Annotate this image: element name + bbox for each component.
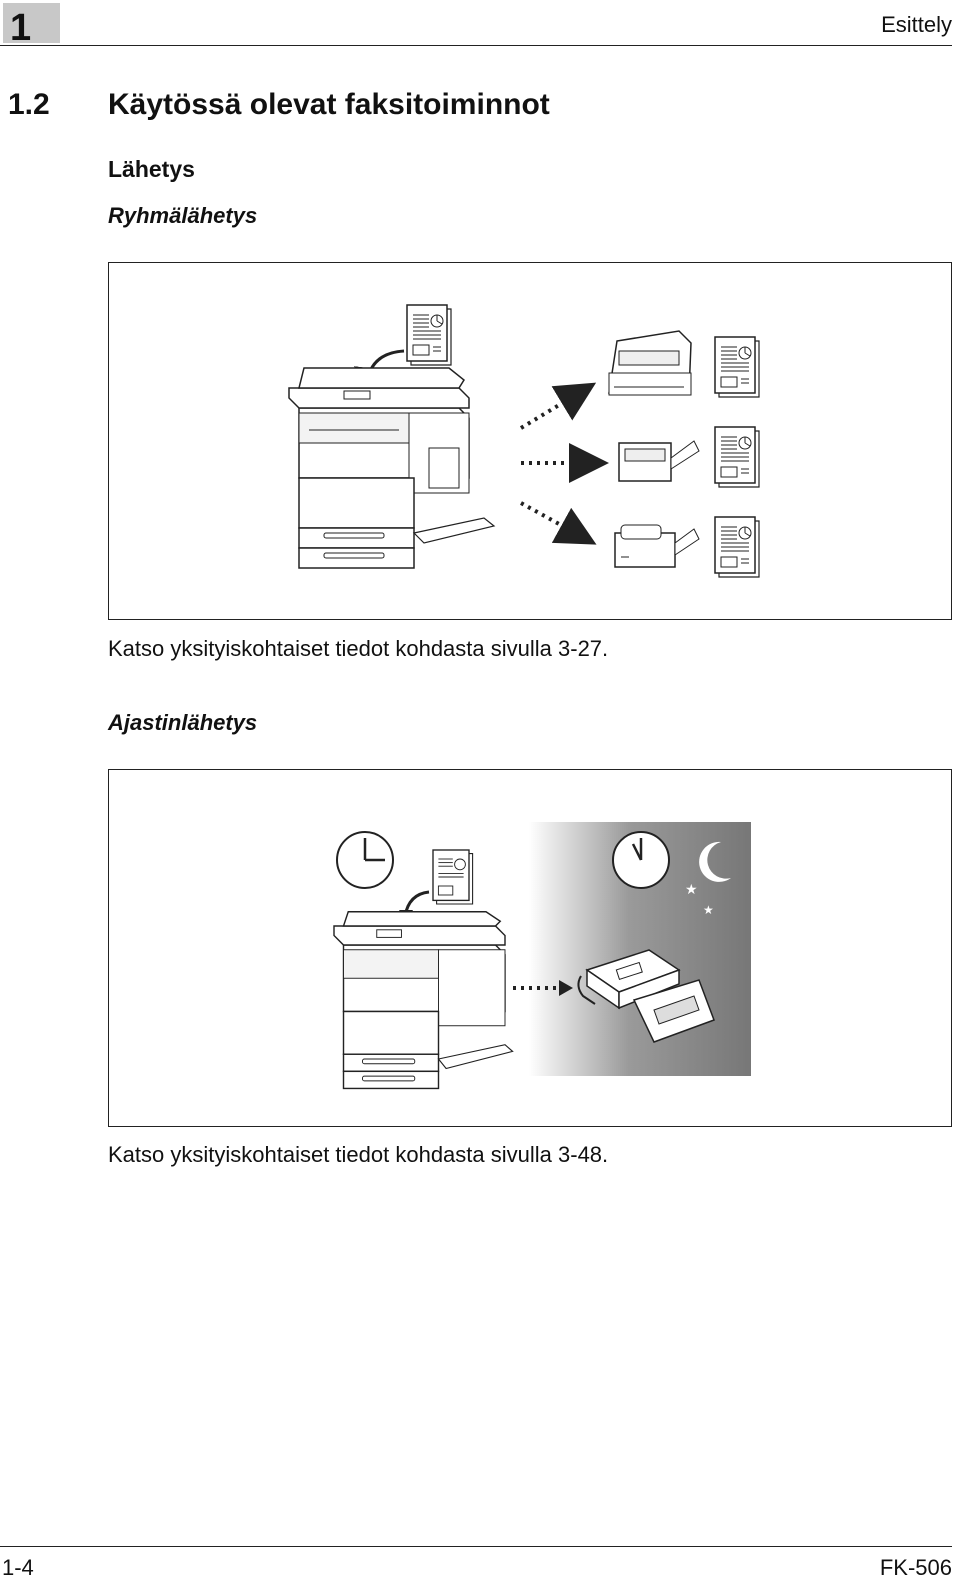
broadcast-reference: Katso yksityiskohtaiset tiedot kohdasta …	[108, 636, 609, 661]
star-icon: ★	[703, 903, 714, 917]
recipient-fax-icon	[618, 440, 700, 482]
received-document-icon	[714, 426, 760, 488]
received-document-icon	[714, 516, 760, 578]
multifunction-printer-icon	[333, 911, 514, 1090]
multifunction-printer-icon	[288, 367, 495, 569]
section-number: 1.2	[8, 88, 50, 121]
source-document-icon	[406, 304, 452, 366]
recipient-fax-icon	[577, 949, 715, 1043]
moon-icon	[699, 841, 731, 882]
recipient-fax-handset-icon	[614, 524, 700, 568]
header-divider	[0, 45, 952, 46]
model-name: FK-506	[879, 1555, 952, 1580]
page-number: 1-4	[2, 1555, 34, 1580]
broadcast-diagram	[288, 304, 760, 578]
broadcast-illustration	[108, 262, 952, 620]
footer-divider	[0, 1546, 952, 1547]
night-clock-icon	[612, 831, 670, 889]
chapter-number: 1	[10, 7, 32, 49]
chapter-number-box: 1	[3, 3, 60, 47]
source-document-icon	[432, 849, 474, 905]
feature-heading-timer: Ajastinlähetys	[108, 710, 258, 735]
feature-heading-broadcast: Ryhmälähetys	[108, 203, 258, 228]
recipient-copier-icon	[608, 330, 692, 396]
star-icon: ★	[685, 882, 698, 898]
transmission-arrows-icon	[519, 382, 609, 545]
timer-reference: Katso yksityiskohtaiset tiedot kohdasta …	[108, 1142, 609, 1167]
section-title: Käytössä olevat faksitoiminnot	[108, 88, 550, 121]
timer-diagram: ★ ★	[333, 822, 751, 1090]
subsection-title: Lähetys	[108, 156, 195, 182]
chapter-title: Esittely	[881, 12, 952, 37]
day-clock-icon	[336, 831, 394, 889]
received-document-icon	[714, 336, 760, 398]
transmission-arrowhead-icon	[559, 980, 573, 996]
timer-illustration: ★ ★	[108, 769, 952, 1127]
